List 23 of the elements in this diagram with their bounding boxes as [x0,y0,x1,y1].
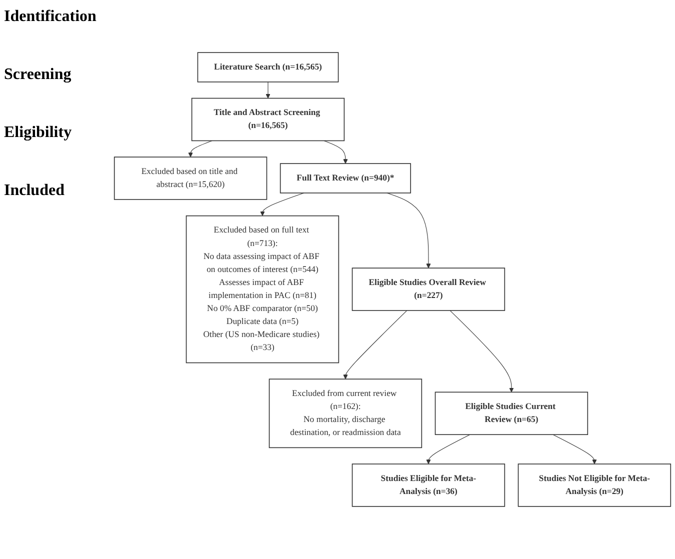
node-box: Title and Abstract Screening (n=16,565) [191,98,345,142]
node-box: Excluded based on title and abstract (n=15,620) [114,156,268,200]
arrow [260,192,304,216]
node-box: Full Text Review (n=940)* [280,163,411,194]
arrow [188,140,212,158]
node-box: Excluded based on full text (n=713): No data assessing impact of ABF on outcomes of interest (n=544) Assesses impact of ABF implementation in PAC (n=81) No 0% ABF comparator (n=50) Duplicate data (n=5) Other (US non-Medicare studies) (n=33) [186,215,340,364]
node-box: Eligible Studies Current Review (n=65) [434,392,588,436]
node-box: Studies Eligible for Meta-Analysis (n=36) [352,464,506,507]
arrow [450,310,514,392]
arrow [426,434,470,464]
arrow [343,310,408,380]
node-box: Eligible Studies Overall Review (n=227) [352,268,506,311]
stage-heading: Eligibility [4,124,73,142]
arrow [552,434,597,464]
arrow [324,140,348,164]
stage-heading: Included [4,182,66,200]
node-box: Literature Search (n=16,565) [197,52,339,82]
stage-heading: Identification [4,8,98,26]
arrow [386,192,431,268]
arrow [266,82,270,98]
node-box: Studies Not Eligible for Meta-Analysis (n=29) [518,464,672,507]
stage-heading: Screening [4,66,72,84]
node-box: Excluded from current review (n=162): No mortality, discharge destination, or readmission data [268,378,422,448]
